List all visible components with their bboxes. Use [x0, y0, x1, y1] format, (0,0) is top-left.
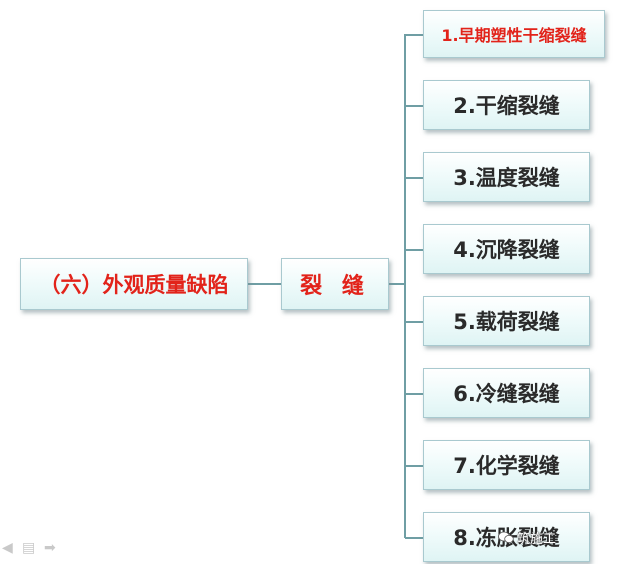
leaf-node-4: 4.沉降裂缝 [423, 224, 590, 274]
leaf-label: 3.温度裂缝 [453, 166, 560, 190]
connector-branch-1 [405, 34, 423, 36]
menu-icon[interactable]: ▤ [22, 540, 36, 556]
leaf-label: 1.早期塑性干缩裂缝 [441, 26, 587, 45]
leaf-label: 4.沉降裂缝 [453, 238, 560, 262]
watermark: 筑施工 [498, 527, 614, 547]
connector-branch-7 [405, 465, 423, 467]
leaf-node-8: 8.冻胀裂缝 [423, 512, 590, 562]
prev-slide-icon[interactable]: ◀ [2, 540, 13, 556]
leaf-node-5: 5.载荷裂缝 [423, 296, 590, 346]
leaf-label: 7.化学裂缝 [453, 454, 560, 478]
category-node: 裂 缝 [281, 258, 389, 310]
connector-trunk-vertical [404, 34, 406, 538]
connector-mid-trunk [389, 283, 405, 285]
connector-branch-8 [405, 537, 423, 539]
connector-branch-6 [405, 393, 423, 395]
watermark-text: 筑施工 [517, 531, 557, 547]
connector-branch-5 [405, 321, 423, 323]
connector-root-mid [248, 283, 281, 285]
connector-branch-4 [405, 249, 423, 251]
leaf-node-1: 1.早期塑性干缩裂缝 [423, 10, 605, 58]
leaf-node-7: 7.化学裂缝 [423, 440, 590, 490]
connector-branch-3 [405, 177, 423, 179]
connector-branch-2 [405, 105, 423, 107]
leaf-node-6: 6.冷缝裂缝 [423, 368, 590, 418]
category-node-label: 裂 缝 [300, 274, 370, 299]
leaf-node-2: 2.干缩裂缝 [423, 80, 590, 130]
chat-bubble-icon [498, 531, 514, 543]
leaf-node-3: 3.温度裂缝 [423, 152, 590, 202]
leaf-label: 6.冷缝裂缝 [453, 382, 560, 406]
root-node-label: （六）外观质量缺陷 [39, 273, 229, 297]
root-node: （六）外观质量缺陷 [20, 258, 248, 310]
next-slide-icon[interactable]: ➡ [44, 540, 56, 556]
leaf-label: 2.干缩裂缝 [453, 94, 560, 118]
leaf-label: 5.载荷裂缝 [453, 310, 560, 334]
